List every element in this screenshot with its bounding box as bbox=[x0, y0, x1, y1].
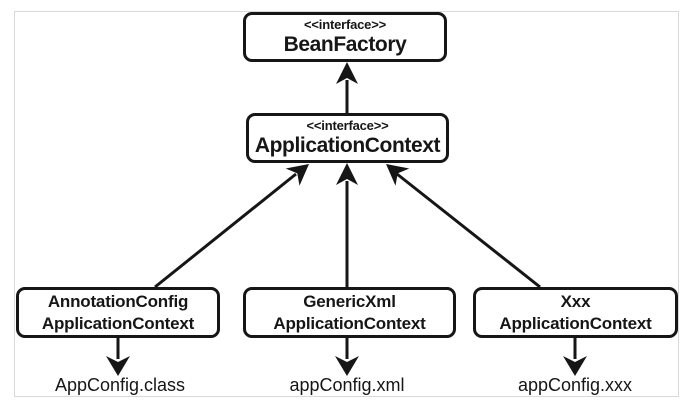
xxx-name-line2: ApplicationContext bbox=[499, 313, 652, 333]
annotationconfig-name-line1: AnnotationConfig bbox=[47, 291, 189, 311]
beanfactory-stereotype: <<interface>> bbox=[304, 17, 386, 32]
arrow-genericxml-to-applicationcontext bbox=[336, 163, 358, 287]
applicationcontext-name: ApplicationContext bbox=[254, 134, 441, 157]
artifact-appconfig-xml: appConfig.xml bbox=[289, 375, 405, 395]
arrow-annotationconfig-to-applicationcontext bbox=[154, 164, 309, 289]
node-applicationcontext: <<interface>> ApplicationContext bbox=[246, 113, 449, 163]
arrow-xxx-to-applicationcontext bbox=[386, 164, 541, 289]
beanfactory-name: BeanFactory bbox=[283, 33, 407, 56]
node-annotationconfig-applicationcontext: AnnotationConfig ApplicationContext bbox=[16, 287, 220, 338]
xxx-name-line1: Xxx bbox=[560, 291, 591, 311]
node-genericxml-applicationcontext: GenericXml ApplicationContext bbox=[243, 287, 456, 338]
genericxml-name-line1: GenericXml bbox=[303, 291, 396, 311]
annotationconfig-name-line2: ApplicationContext bbox=[41, 313, 195, 333]
arrow-xxx-to-appconfig-xxx bbox=[563, 337, 587, 376]
arrow-applicationcontext-to-beanfactory bbox=[336, 62, 358, 113]
node-beanfactory: <<interface>> BeanFactory bbox=[243, 12, 447, 62]
arrow-annotationconfig-to-appconfig-class bbox=[106, 337, 130, 376]
node-xxx-applicationcontext: Xxx ApplicationContext bbox=[473, 287, 678, 338]
arrow-genericxml-to-appconfig-xml bbox=[335, 337, 359, 376]
applicationcontext-stereotype: <<interface>> bbox=[306, 118, 389, 133]
artifact-appconfig-xxx: appConfig.xxx bbox=[517, 375, 633, 395]
genericxml-name-line2: ApplicationContext bbox=[273, 313, 426, 333]
artifact-appconfig-class: AppConfig.class bbox=[54, 375, 186, 395]
